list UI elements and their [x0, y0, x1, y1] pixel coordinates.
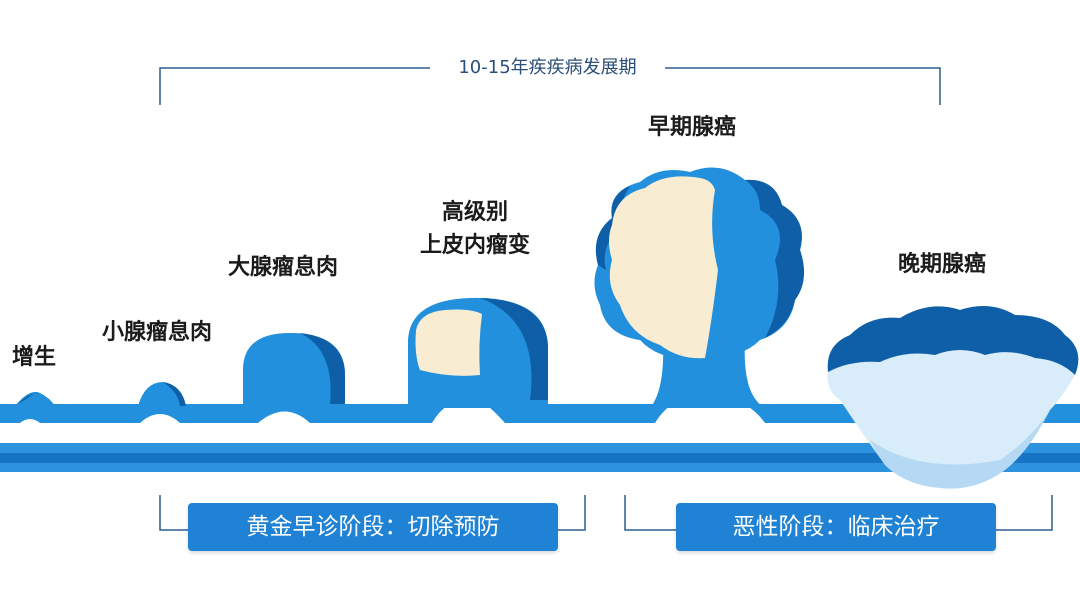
mucosa-layer: [0, 395, 1080, 423]
stage-label-hgin-line2: 上皮内瘤变: [419, 233, 530, 258]
hgin-dysplasia-area: [415, 309, 482, 376]
stage-label-early-cancer: 早期腺癌: [648, 115, 737, 140]
stage-label-small-adenoma: 小腺瘤息肉: [102, 320, 213, 345]
stage-label-hgin: 高级别 上皮内瘤变: [400, 198, 550, 261]
hyperplasia-bump: [15, 391, 55, 406]
large-adenoma-polyp: [243, 333, 345, 408]
malignant-phase-bracket: [624, 495, 1053, 531]
golden-phase-bracket: [159, 495, 586, 531]
early-cancer-lesion: [609, 176, 718, 359]
golden-phase-box: 黄金早诊阶段：切除预防: [188, 503, 558, 551]
period-label: 10-15年疾疾病发展期: [430, 56, 665, 80]
stage-label-hgin-line1: 高级别: [441, 200, 508, 225]
stage-label-large-adenoma: 大腺瘤息肉: [228, 255, 339, 280]
stage-label-hyperplasia: 增生: [12, 345, 57, 370]
malignant-phase-box: 恶性阶段：临床治疗: [676, 503, 996, 551]
stage-label-late-cancer: 晚期腺癌: [898, 252, 987, 277]
